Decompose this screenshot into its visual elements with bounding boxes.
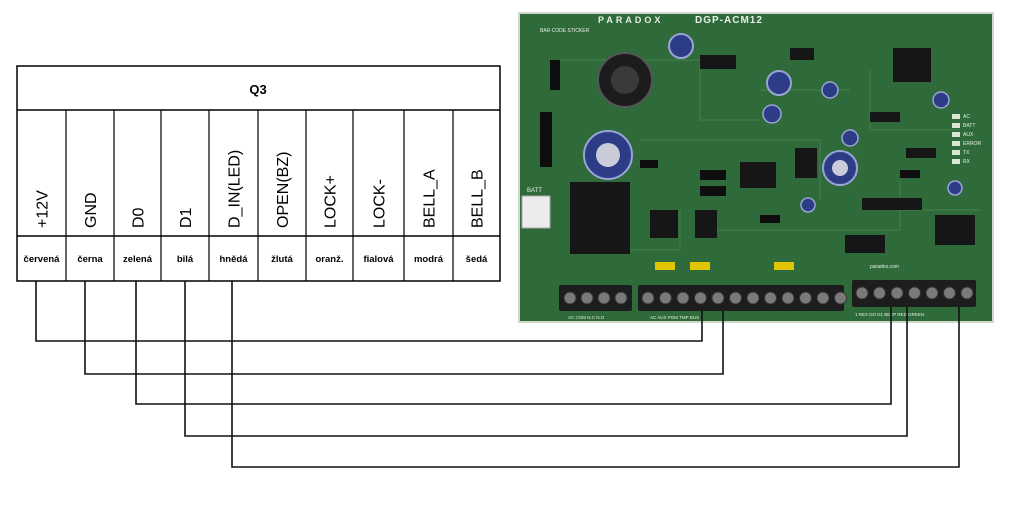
terminal-screw bbox=[580, 291, 594, 305]
capacitors bbox=[583, 33, 963, 213]
board-sticker: BAR CODE STICKER bbox=[540, 28, 590, 34]
status-led-label: ERROR bbox=[963, 141, 981, 147]
wire-color-label: bilá bbox=[177, 254, 194, 265]
wire-d-in-led bbox=[231, 281, 960, 468]
ic-chips bbox=[570, 48, 975, 254]
signal-label: OPEN(BZ) bbox=[275, 152, 292, 228]
inductor-core bbox=[611, 66, 639, 94]
wire-color-label: červená bbox=[24, 254, 61, 265]
signal-label: D_IN(LED) bbox=[227, 150, 244, 228]
terminal-labels-left: AC COM N.C N.O bbox=[568, 315, 605, 320]
terminal-screw bbox=[676, 291, 690, 305]
terminal-screw bbox=[799, 291, 812, 305]
terminal-screw bbox=[659, 291, 672, 305]
wires bbox=[35, 281, 960, 468]
signal-label: LOCK+ bbox=[323, 175, 340, 228]
status-led bbox=[952, 150, 960, 155]
board-brand: PARADOX bbox=[598, 15, 663, 25]
terminal-screw bbox=[711, 291, 725, 305]
small-components bbox=[540, 60, 920, 223]
wire-color-label: hnědá bbox=[220, 254, 249, 265]
status-led bbox=[952, 114, 960, 119]
terminal-screw bbox=[873, 286, 886, 300]
terminal-screw bbox=[925, 286, 939, 300]
status-led-label: AUX bbox=[963, 132, 974, 138]
terminal-screw bbox=[890, 286, 904, 300]
table-columns: +12V červená GND černa D0 zelená D1 bilá D_IN(LE… bbox=[24, 110, 488, 281]
terminal-blocks bbox=[559, 280, 976, 311]
terminal-screw bbox=[729, 291, 742, 305]
status-led-label: TX bbox=[963, 150, 970, 156]
terminal-screw bbox=[563, 291, 577, 305]
wire-gnd bbox=[84, 281, 724, 375]
terminal-screw bbox=[834, 291, 847, 305]
terminal-screw bbox=[855, 286, 869, 300]
signal-label: D0 bbox=[131, 207, 148, 228]
terminal-screw bbox=[781, 291, 795, 305]
wire-d0 bbox=[135, 281, 892, 405]
status-led-label: BATT bbox=[963, 123, 975, 129]
board-model: DGP-ACM12 bbox=[695, 15, 763, 26]
terminal-screw bbox=[746, 291, 760, 305]
wire-color-label: modrá bbox=[414, 254, 444, 265]
terminal-screw bbox=[908, 286, 921, 300]
terminal-screw bbox=[614, 291, 628, 305]
wire-12v bbox=[35, 281, 703, 342]
battery-connector bbox=[521, 195, 551, 229]
status-led-label: AC bbox=[963, 114, 970, 120]
terminal-screw bbox=[641, 291, 655, 305]
signal-label: LOCK- bbox=[372, 179, 389, 228]
status-leds: AC BATT AUX ERROR TX RX bbox=[952, 114, 981, 165]
pcb-board: PARADOX DGP-ACM12 BAR CODE STICKER bbox=[518, 12, 994, 323]
terminal-labels-right: 1 REX DO D1 BEEP RED GREEN bbox=[855, 312, 924, 317]
status-led bbox=[952, 132, 960, 137]
board-website: paradox.com bbox=[870, 264, 899, 270]
batt-label: BATT bbox=[527, 188, 542, 194]
signal-label: BELL_B bbox=[470, 169, 487, 228]
signal-label: D1 bbox=[178, 207, 195, 228]
wire-color-label: fialová bbox=[363, 254, 394, 265]
status-led bbox=[952, 123, 960, 128]
terminal-screw bbox=[597, 291, 611, 305]
terminal-screws bbox=[563, 286, 974, 305]
wiring-table: Q3 +12V červená GND černa D0 zelená D1 bilá D_IN… bbox=[16, 65, 501, 282]
yellow-components bbox=[655, 262, 794, 270]
terminal-labels-mid: AC AUX PGM TMP BUS bbox=[650, 315, 699, 320]
wire-color-label: žlutá bbox=[271, 254, 293, 265]
table-title: Q3 bbox=[249, 82, 266, 97]
status-led-label: RX bbox=[963, 159, 971, 165]
signal-label: +12V bbox=[35, 190, 52, 228]
status-led bbox=[952, 141, 960, 146]
terminal-screw bbox=[764, 291, 777, 305]
signal-label: BELL_A bbox=[422, 169, 439, 228]
terminal-screw bbox=[943, 286, 956, 300]
status-led bbox=[952, 159, 960, 164]
signal-label: GND bbox=[83, 192, 100, 228]
terminal-screw bbox=[694, 291, 707, 305]
terminal-screw bbox=[960, 286, 974, 300]
wire-color-label: zelená bbox=[123, 254, 153, 265]
terminal-screw bbox=[816, 291, 830, 305]
wire-d1 bbox=[184, 281, 908, 437]
wire-color-label: černa bbox=[77, 254, 103, 265]
wire-color-label: šedá bbox=[466, 254, 488, 265]
wire-color-label: oranž. bbox=[316, 254, 344, 265]
